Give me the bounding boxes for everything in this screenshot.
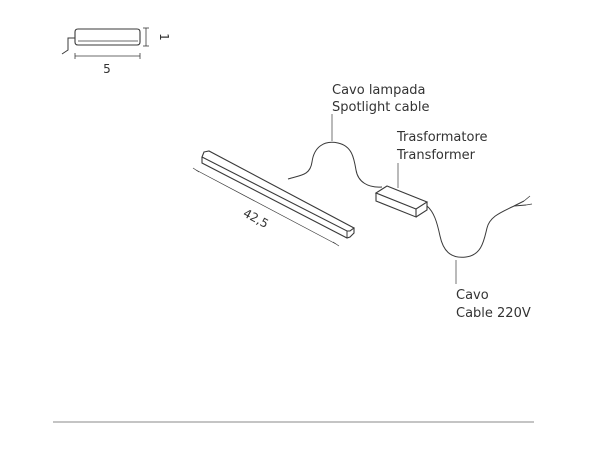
transformer-callout: Trasformatore Transformer — [396, 130, 488, 163]
height-dimension-label: 1 — [157, 33, 171, 41]
section-profile-body — [74, 28, 141, 46]
supply-cable-label-en: Cable 220V — [456, 306, 531, 321]
spotlight-cable-callout: Cavo lampada Spotlight cable — [332, 83, 429, 115]
transformer-box — [374, 185, 429, 218]
section-profile: 1 5 — [61, 27, 171, 76]
supply-cable-callout: Cavo Cable 220V — [456, 288, 531, 321]
transformer-label-it: Trasformatore — [396, 130, 488, 145]
lamp-bar: 42,5 — [192, 150, 356, 247]
width-dimension-label: 5 — [103, 62, 111, 76]
length-dimension-line — [195, 169, 337, 245]
transformer-label-en: Transformer — [396, 148, 476, 163]
supply-cable — [426, 205, 515, 258]
cable-stripped-wires — [513, 195, 533, 207]
spotlight-cable-label-en: Spotlight cable — [332, 100, 429, 115]
supply-cable-label-it: Cavo — [456, 288, 489, 303]
spotlight-cable — [287, 141, 383, 188]
transformer-side-face — [415, 202, 428, 218]
spotlight-cable-label-it: Cavo lampada — [332, 83, 426, 98]
length-dimension-tick-start — [192, 167, 200, 173]
lamp-side-face — [201, 157, 355, 239]
transformer-top-face — [374, 185, 429, 210]
length-dimension-label: 42,5 — [241, 206, 271, 231]
lamp-top-face — [201, 150, 356, 232]
transformer-front-face — [375, 193, 417, 218]
length-dimension-tick-end — [332, 241, 340, 247]
section-profile-hook — [61, 37, 75, 55]
